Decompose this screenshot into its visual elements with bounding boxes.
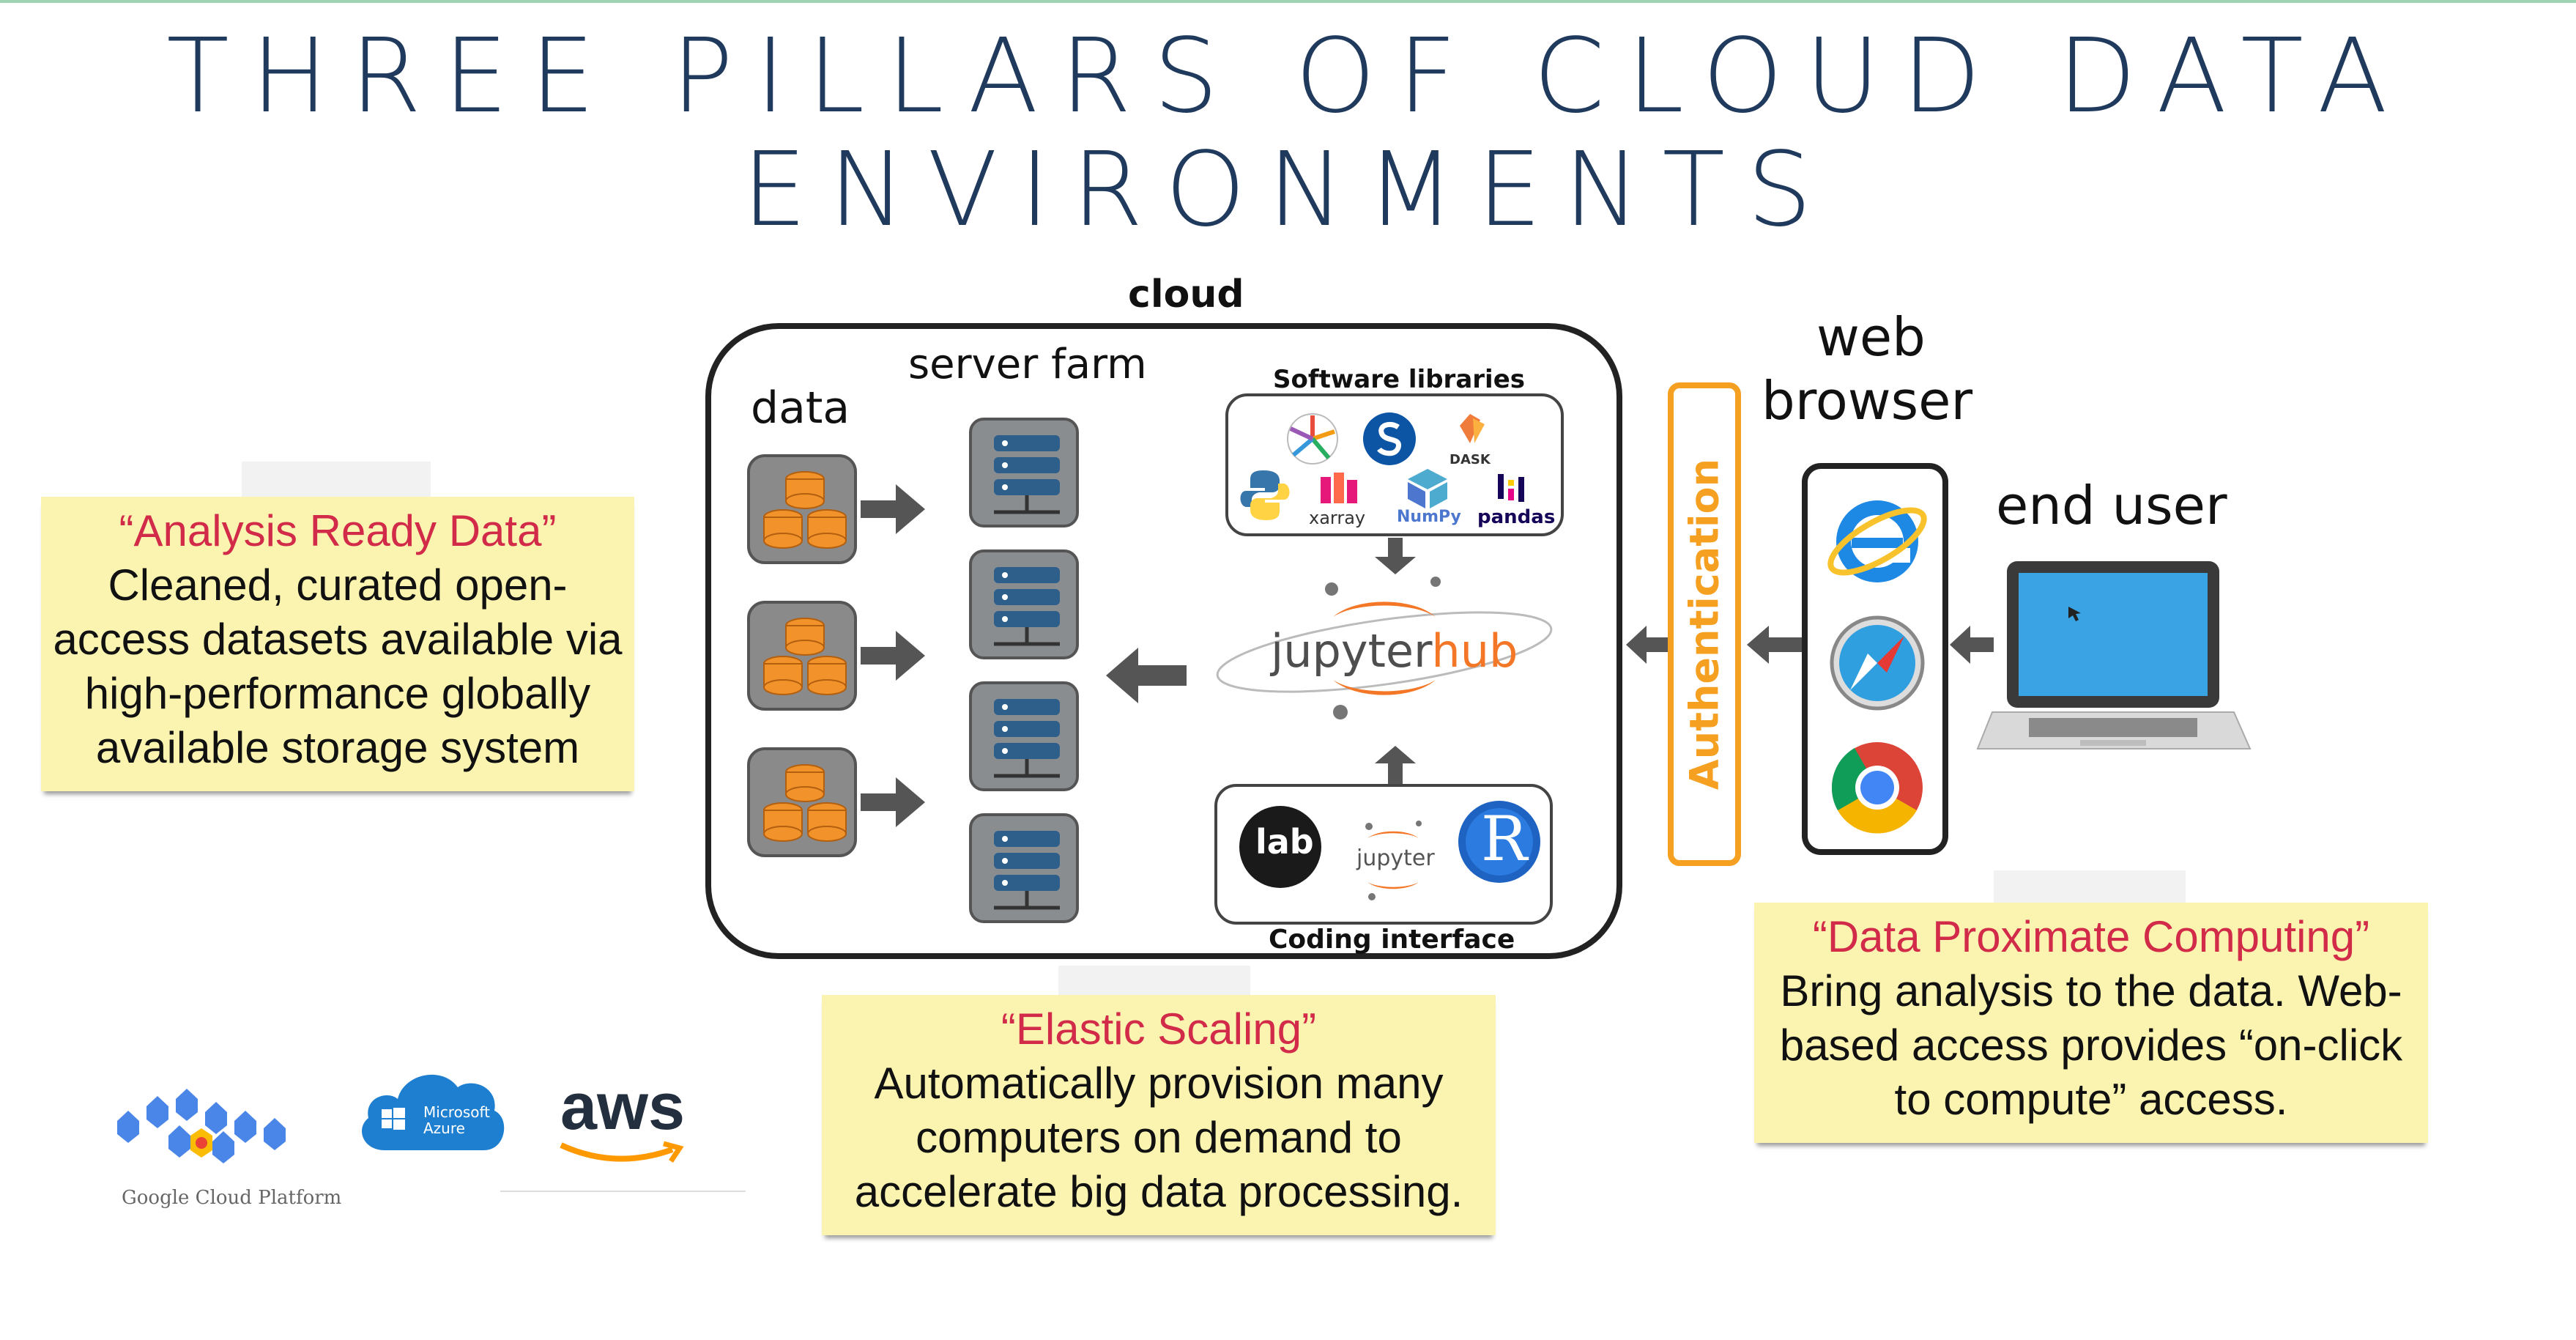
cloud-label: cloud [1128,273,1244,317]
ard-heading: “Analysis Ready Data” [119,506,557,555]
database-icon [747,454,857,564]
database-icon [747,601,857,711]
software-libraries-label: Software libraries [1273,365,1525,394]
scipy-logo-icon [1363,412,1416,465]
tape-decoration [242,462,431,498]
internet-explorer-icon [1827,500,1927,582]
authentication-panel: Authentication [1668,382,1741,866]
database-icon [747,747,857,857]
xarray-logo-icon [1321,473,1357,503]
elastic-heading: “Elastic Scaling” [1001,1004,1317,1054]
microsoft-azure-logo-icon [362,1074,505,1150]
dpc-heading: “Data Proximate Computing” [1812,912,2370,961]
arrow-down-icon [1375,538,1416,574]
gcp-label: Google Cloud Platform [122,1187,342,1209]
jupyter-label: jupyter [1356,845,1435,871]
page-title-line-1: THREE PILLARS OF CLOUD DATA [166,17,2410,136]
dpc-line: Bring analysis to the data. Web- [1780,966,2402,1015]
numpy-logo-icon [1408,469,1447,508]
ard-line: available storage system [95,723,580,772]
elastic-line: computers on demand to [916,1113,1402,1162]
jupyterhub-logo-icon [1216,577,1553,719]
top-accent-line [0,0,2576,3]
dpc-line: based access provides “on-click [1779,1021,2403,1070]
pandas-logo-icon [1498,474,1524,502]
matplotlib-logo-icon [1287,413,1338,464]
python-logo-icon [1240,470,1290,520]
google-cloud-platform-logo-icon [117,1089,286,1163]
server-farm-label: server farm [908,341,1147,388]
authentication-label: Authentication [1681,458,1728,791]
jupyterhub-text: jupyter [1271,624,1432,678]
aws-label: aws [560,1070,686,1144]
arrow-right-icon [861,777,925,827]
server-icon [969,813,1079,923]
jupyterhub-label: jupyterhub [1271,624,1518,678]
coding-interface-label: Coding interface [1269,925,1515,955]
data-proximate-computing-note: “Data Proximate Computing” Bring analysi… [1754,903,2428,1143]
jupyter-logo-icon [1365,821,1422,900]
server-icon [969,549,1079,659]
r-logo-icon [1458,801,1540,883]
dask-logo-icon [1460,414,1485,443]
server-icon [969,681,1079,791]
arrow-left-icon [1626,626,1670,664]
data-label: data [751,382,850,434]
ard-line: Cleaned, curated open- [108,560,568,610]
arrow-right-icon [861,631,925,681]
divider [500,1191,746,1192]
arrow-left-icon [1106,648,1187,703]
azure-label-2: Azure [423,1119,465,1137]
laptop-icon [1976,561,2252,749]
server-icon [969,418,1079,528]
arrow-up-icon [1375,746,1416,784]
end-user-label: end user [1996,475,2227,536]
dask-label: DASK [1450,452,1491,467]
elastic-scaling-note: “Elastic Scaling” Automatically provisio… [822,995,1496,1235]
ard-line: high-performance globally [84,669,591,718]
page-title-line-2: ENVIRONMENTS [742,130,1834,250]
software-libraries-box: DASK xarray NumPy pandas [1225,393,1564,536]
browser-label: browser [1762,370,1973,432]
pandas-label: pandas [1477,506,1556,528]
lab-label: lab [1255,822,1314,862]
r-label: R [1481,803,1528,875]
arrow-left-icon [1950,626,1994,664]
xarray-label: xarray [1309,508,1366,528]
analysis-ready-data-note: “Analysis Ready Data” Cleaned, curated o… [41,497,634,791]
elastic-line: accelerate big data processing. [854,1167,1463,1216]
aws-smile-icon [560,1141,684,1163]
arrow-right-icon [861,484,925,534]
numpy-label: NumPy [1397,508,1461,526]
coding-interface-box: lab jupyter R [1214,784,1553,925]
arrow-left-icon [1747,626,1802,664]
tape-decoration [1994,870,2186,907]
azure-label-1: Microsoft [423,1103,491,1121]
dpc-line: to compute” access. [1894,1075,2288,1124]
jupyterlab-logo-icon [1239,806,1321,888]
web-label: web [1816,306,1926,368]
jupyterhub-suffix: hub [1431,624,1518,678]
elastic-line: Automatically provision many [874,1059,1444,1108]
safari-icon [1830,615,1925,711]
web-browser-panel [1802,463,1948,855]
ard-line: access datasets available via [53,615,623,664]
chrome-icon [1831,742,1923,834]
